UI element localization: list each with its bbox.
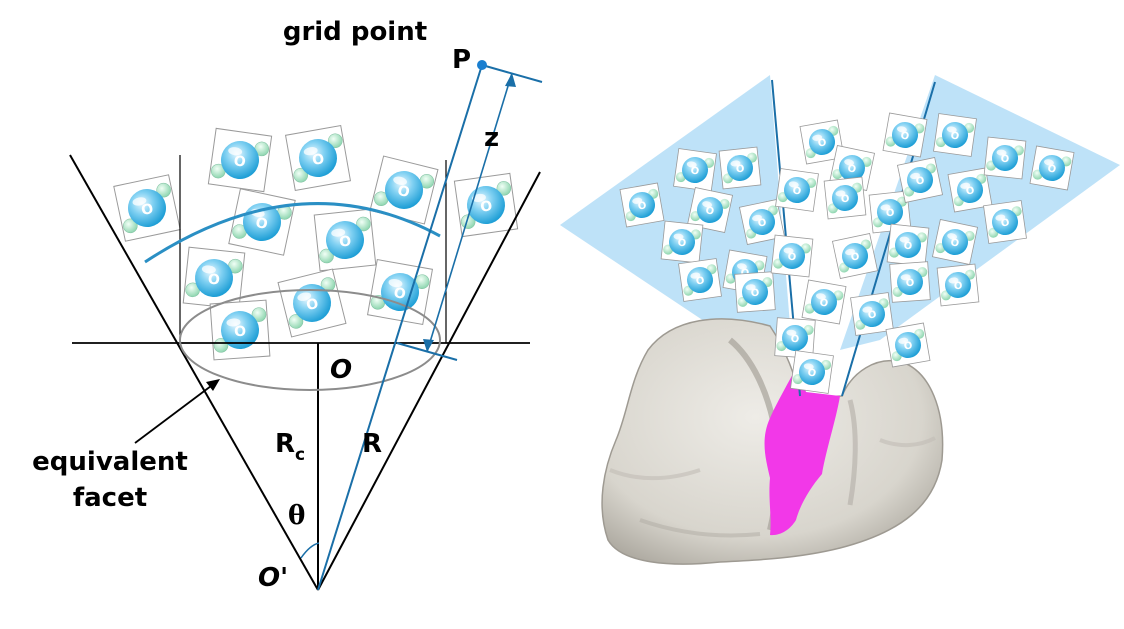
cone-edge-right [317,171,541,591]
radius-r-line [317,64,483,591]
water-molecule-icon [896,156,944,204]
radius-r-label: R [362,429,382,459]
comet-panel [560,75,1120,565]
water-molecule-icon [228,188,296,256]
water-molecule-icon [983,200,1027,244]
water-molecule-icon [931,218,979,266]
water-molecule-icon [823,176,867,220]
vertex-o-prime-label: O' [258,563,288,593]
equivalent-facet-label-line2: facet [73,483,147,513]
water-molecule-icon [936,263,980,307]
water-molecule-icon [277,268,347,338]
point-p-label: P [452,45,471,75]
water-molecule-icon [885,322,931,368]
water-molecule-icon [886,223,930,267]
water-molecule-icon [831,232,879,280]
water-molecule-icon [718,146,762,190]
water-molecule-icon [770,234,814,278]
center-o-label: O [330,355,352,385]
cone-edge-left [69,154,319,591]
z-arrow-bottom [423,339,434,352]
water-molecule-icon [660,220,704,264]
radius-rc-label: Rc [275,429,305,465]
water-molecule-icon [775,168,819,212]
equivalent-facet-ellipse [179,289,441,391]
water-molecule-icon [619,182,665,228]
water-molecule-icon [882,112,928,158]
water-molecule-icon [113,174,181,242]
facet-pointer-arrowhead [206,379,220,391]
equivalent-facet-label-line1: equivalent [32,447,188,477]
water-molecule-icon [1029,145,1075,191]
water-molecule-icon [801,279,847,325]
water-molecule-icon [313,208,377,272]
water-molecule-icon [207,127,273,193]
water-molecule-icon [673,148,717,192]
distance-z-label: z [484,123,499,153]
z-arrow-top [505,73,516,87]
water-molecule-icon [678,258,722,302]
facet-pointer-line [134,382,216,444]
grid-point-marker [477,60,487,70]
water-molecule-icon [933,113,977,157]
water-molecule-icon [983,136,1027,180]
z-dimension-line [426,72,513,353]
geometry-panel: grid point P z O O' Rc R θ equivalent fa… [32,17,543,593]
water-molecule-icon [889,261,931,303]
water-molecule-icon [209,299,271,361]
grid-point-label: grid point [283,17,427,47]
water-molecule-icon [285,125,351,191]
water-molecule-icon [453,172,519,238]
water-molecule-icon [369,155,439,225]
radius-arc [144,202,441,264]
theta-angle-arc [300,542,320,559]
angle-theta-label: θ [288,501,305,531]
water-molecule-icon [790,350,834,394]
outgassing-region [764,366,840,536]
water-molecule-icon [734,271,776,313]
